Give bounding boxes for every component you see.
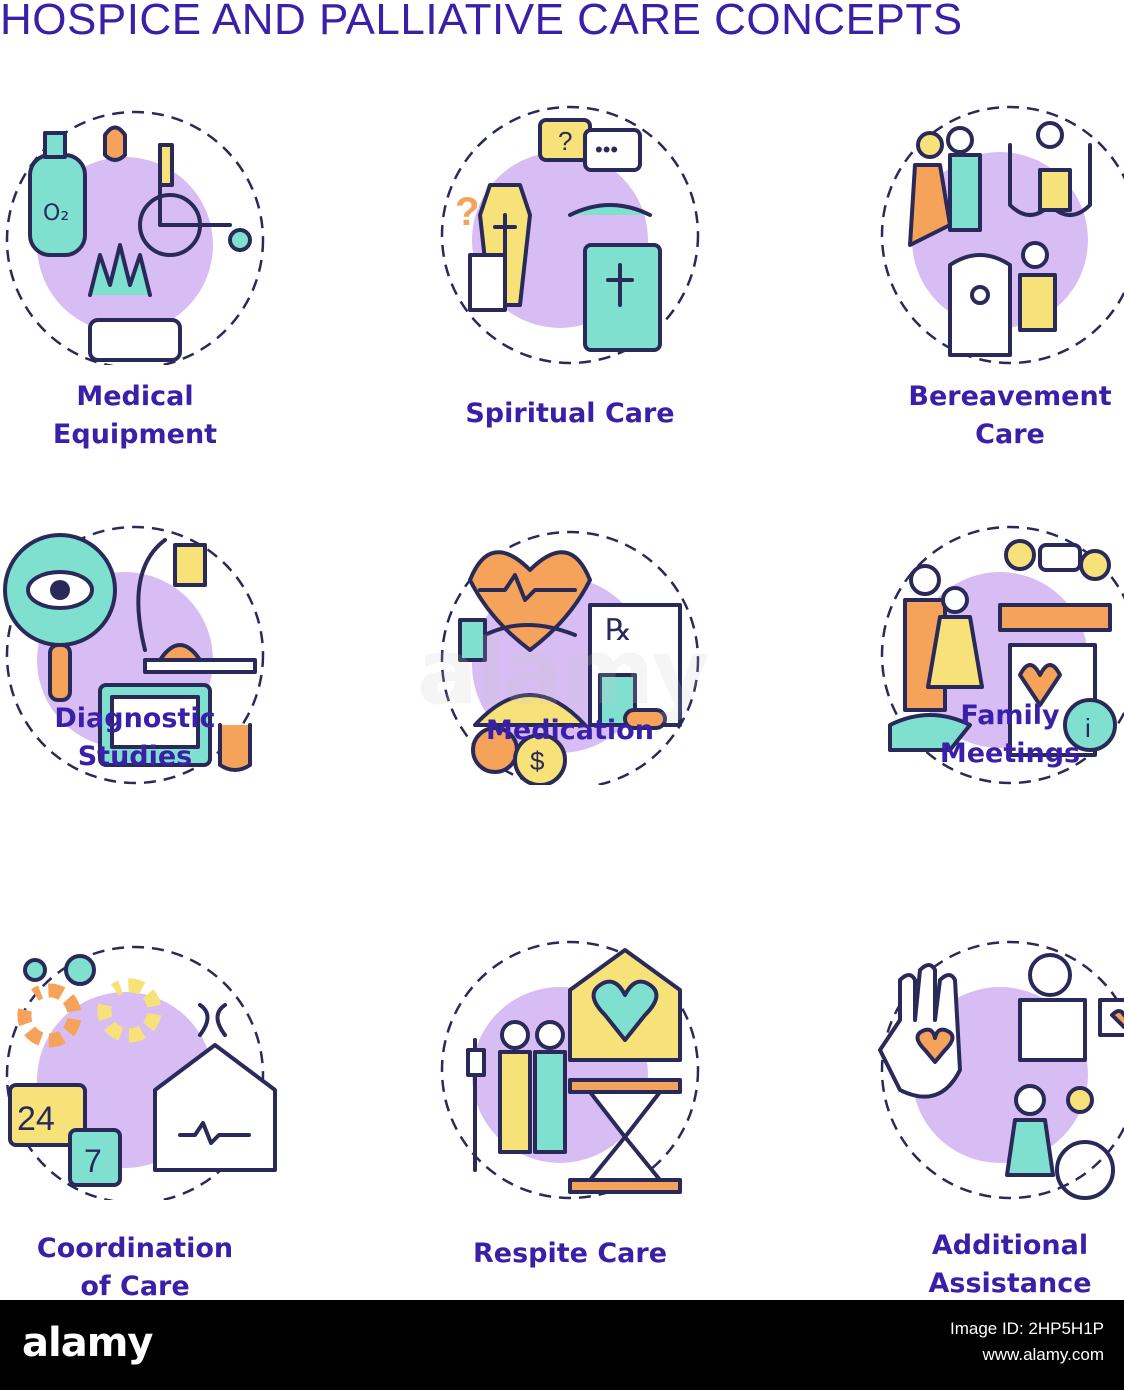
respite-care-icon: [420, 940, 720, 1200]
concept-label: Medical: [76, 381, 194, 412]
site-url: www.alamy.com: [982, 1345, 1104, 1364]
concept-label: Bereavement: [908, 381, 1112, 412]
concept-label: Additional: [931, 1230, 1089, 1261]
concept-card: ? •••? Spiritual Care: [420, 105, 720, 435]
medical-equipment-icon: O₂: [0, 105, 285, 370]
svg-text:℞: ℞: [605, 614, 632, 647]
concept-label: Care: [975, 419, 1045, 450]
bereavement-care-icon: [860, 105, 1124, 365]
concept-label: Diagnostic: [54, 703, 216, 734]
svg-text:$: $: [530, 746, 545, 776]
family-meetings-icon: i: [860, 525, 1124, 785]
footer-bar: alamy Image ID: 2HP5H1P www.alamy.com: [0, 1300, 1124, 1390]
spiritual-care-icon: ? •••?: [420, 105, 720, 365]
svg-text:O₂: O₂: [43, 201, 69, 226]
concept-label: Equipment: [52, 419, 218, 450]
concept-label: Meetings: [939, 738, 1081, 769]
concept-label: Assistance: [928, 1268, 1092, 1299]
svg-text:24: 24: [17, 1100, 55, 1138]
concept-label: Coordination: [36, 1233, 234, 1264]
diagnostic-studies-icon: [0, 525, 285, 785]
additional-assistance-icon: [860, 940, 1124, 1200]
concept-card: Respite Care: [420, 940, 720, 1270]
svg-text:•••: •••: [595, 137, 618, 162]
concept-label: Spiritual Care: [465, 398, 675, 429]
concept-label: Respite Care: [472, 1238, 668, 1269]
image-id: Image ID: 2HP5H1P: [949, 1319, 1104, 1338]
concept-label: Medication: [486, 715, 654, 746]
concept-label: Family: [960, 700, 1060, 731]
concept-label: of Care: [80, 1271, 190, 1302]
medication-icon: ℞$: [420, 525, 720, 790]
concept-label: Studies: [77, 741, 193, 772]
svg-text:?: ?: [558, 126, 572, 156]
footer-logo: alamy: [22, 1320, 153, 1366]
page-title: HOSPICE AND PALLIATIVE CARE CONCEPTS: [0, 0, 963, 44]
svg-text:i: i: [1085, 713, 1091, 743]
footer-info: Image ID: 2HP5H1P www.alamy.com: [950, 1316, 1104, 1368]
coordination-of-care-icon: 24 7: [0, 940, 285, 1205]
watermark: alamy: [417, 620, 710, 725]
svg-text:?: ?: [455, 190, 479, 234]
concept-card: ℞$Medication: [420, 525, 720, 855]
svg-text:7: 7: [84, 1143, 102, 1179]
